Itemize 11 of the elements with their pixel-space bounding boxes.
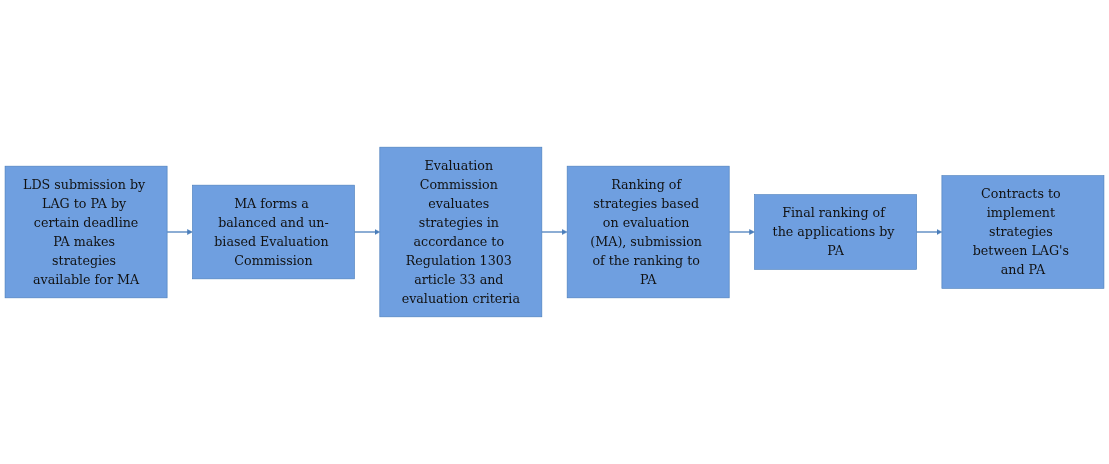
node-box: LDS submission by LAG to PA by certain deadline PA makes strategies available for MA xyxy=(4,165,168,299)
node-box: MA forms a balanced and un-biased Evaluation Commission xyxy=(192,184,355,280)
arrow xyxy=(728,229,755,235)
arrow xyxy=(353,229,381,235)
arrow xyxy=(541,229,568,235)
arrow xyxy=(915,229,943,235)
arrow xyxy=(166,229,193,235)
node-box: Contracts to implement strategies between LAG's and PA xyxy=(941,175,1105,289)
node-box: Evaluation Commission evaluates strategies in accordance to Regulation 1303 article 33 and evaluation criteria xyxy=(379,146,543,318)
node-box: Final ranking of the applications by PA xyxy=(754,194,917,270)
node-box: Ranking of strategies based on evaluation (MA), submission of the ranking to PA xyxy=(566,165,730,299)
